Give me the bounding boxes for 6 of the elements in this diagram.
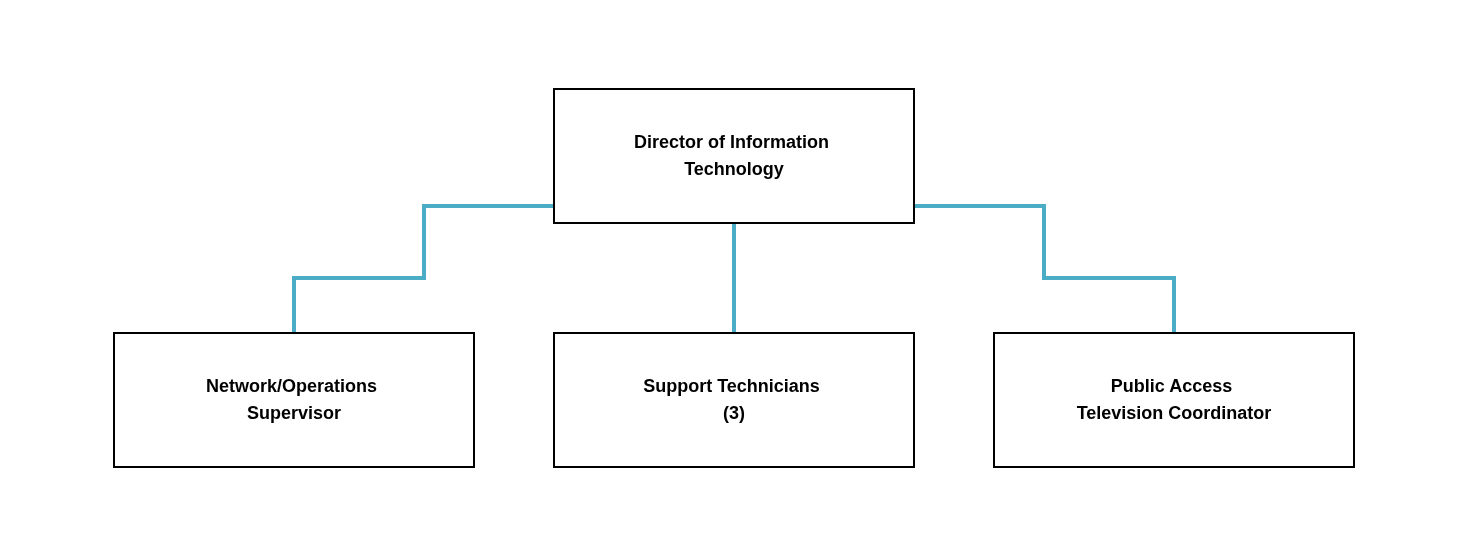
node-box: Network/Operations Supervisor xyxy=(112,332,475,468)
connector xyxy=(913,203,1176,335)
connector xyxy=(291,203,554,335)
node-box: Public Access Television Coordinator xyxy=(992,332,1355,468)
node-box: Support Technicians (3) xyxy=(552,332,915,468)
node-box: Director of Information Technology xyxy=(552,88,915,224)
